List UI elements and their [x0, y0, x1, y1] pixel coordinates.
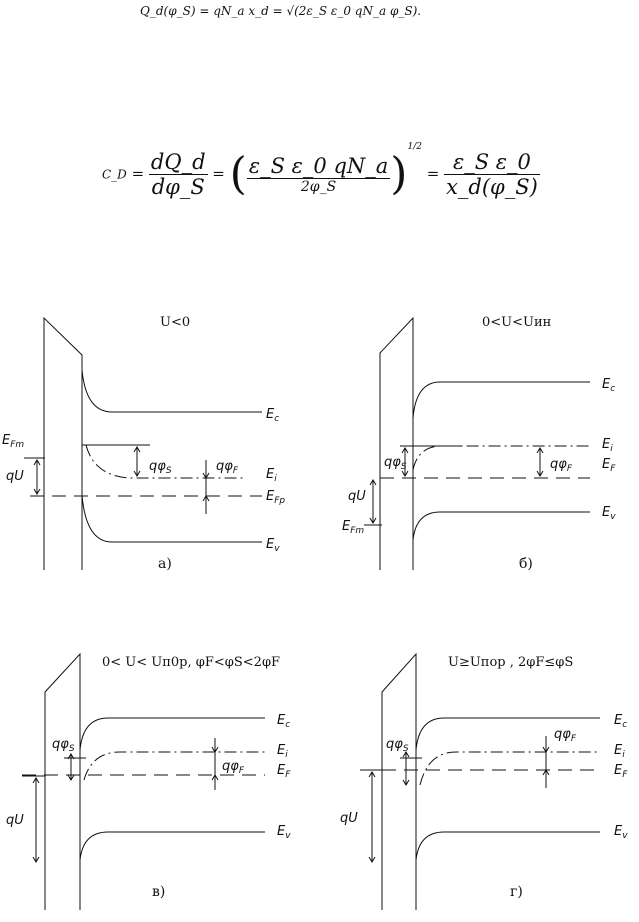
panel-title: U≥Uпор , 2φF≤φS — [448, 655, 573, 670]
exponent: 1/2 — [407, 142, 422, 152]
ev-label: Ev — [266, 537, 280, 554]
panel-caption: а) — [158, 556, 172, 572]
oxide-outline — [379, 316, 414, 570]
valence-band-edge — [79, 831, 265, 861]
qphiS-label: qφS — [52, 737, 75, 754]
ec-label: Ec — [277, 713, 290, 730]
cd-lhs: C_D — [102, 167, 127, 182]
valence-band-edge — [412, 511, 590, 541]
qphiS-label: qφS — [149, 459, 172, 476]
qphiS-label: qφS — [386, 737, 409, 754]
ei-label: Ei — [266, 467, 277, 484]
band-diagram-c: 0< U< Uп0р, φF<φS<2φF Ec Ev Ei EF qU qφS… — [0, 640, 320, 922]
band-diagram-b: 0<U<Uин Ec Ev Ei EF EFm qU qφS qφF б) — [320, 300, 639, 589]
efp-label: EFp — [266, 489, 285, 506]
qU-arrowheads — [368, 771, 376, 863]
qphiS-label: qφS — [384, 455, 407, 472]
qU-label: qU — [340, 811, 358, 826]
qU-arrowheads — [33, 459, 41, 495]
panel-title: 0<U<Uин — [482, 315, 551, 330]
ef-label: EF — [614, 763, 628, 780]
conduction-band-edge — [79, 717, 265, 751]
fraction-denominator: 2φ_S — [300, 179, 337, 195]
ec-label: Ec — [602, 377, 615, 394]
ei-label: Ei — [277, 743, 288, 760]
ei-label: Ei — [602, 437, 613, 454]
qphiS-arrowheads — [402, 751, 410, 786]
efm-label: EFm — [342, 519, 364, 536]
qphiF-arrowheads — [202, 472, 210, 502]
panel-title: U<0 — [160, 315, 190, 330]
fraction-denominator: dφ_S — [151, 175, 205, 199]
fraction-numerator: ε_S ε_0 — [444, 150, 540, 175]
oxide-outline — [43, 316, 83, 570]
fraction-inner: ε_S ε_0 qN_a 2φ_S — [246, 154, 391, 195]
panel-caption: г) — [510, 884, 523, 900]
ei-label: Ei — [614, 743, 625, 760]
conduction-band-edge — [412, 381, 590, 419]
intrinsic-level — [83, 751, 265, 781]
qU-arrowheads — [32, 777, 40, 863]
qU-arrowheads — [369, 479, 377, 524]
band-diagram-a: U<0 Ec Ev Ei EFp EFm qU qφS qφF а) — [0, 300, 320, 589]
fraction-dqd-dphis: dQ_d dφ_S — [148, 150, 208, 199]
formula-qd-text: Q_d(φ_S) = qN_a x_d = √(2ε_S ε_0 qN_a φ_… — [140, 4, 422, 18]
qphiF-arrowheads — [542, 746, 550, 776]
left-paren: ( — [229, 148, 247, 200]
valence-band-edge — [81, 494, 262, 543]
formula-depletion-charge: Q_d(φ_S) = qN_a x_d = √(2ε_S ε_0 qN_a φ_… — [140, 4, 421, 18]
panel-title: 0< U< Uп0р, φF<φS<2φF — [102, 655, 280, 670]
fraction-denominator: x_d(φ_S) — [446, 175, 538, 199]
valence-band-edge — [415, 831, 600, 861]
efm-label: EFm — [2, 433, 24, 450]
band-diagram-d: U≥Uпор , 2φF≤φS Ec Ev Ei EF qU qφS qφF г… — [320, 640, 639, 922]
ef-label: EF — [602, 457, 616, 474]
fraction-numerator: dQ_d — [148, 150, 208, 175]
oxide-outline — [381, 652, 417, 910]
ev-label: Ev — [614, 824, 628, 841]
conduction-band-edge — [415, 717, 600, 751]
qphiF-arrowheads — [211, 746, 219, 781]
intrinsic-level — [412, 445, 590, 471]
qphiF-label: qφF — [222, 759, 245, 776]
panel-caption: в) — [152, 884, 165, 900]
qphiF-label: qφF — [554, 727, 577, 744]
right-paren: ) — [390, 148, 408, 200]
qphiF-label: qφF — [550, 457, 573, 474]
conduction-band-edge — [81, 369, 262, 413]
ec-label: Ec — [266, 407, 279, 424]
qphiS-arrowheads — [401, 447, 409, 477]
qphiS-arrowheads — [133, 446, 141, 477]
qU-label: qU — [348, 489, 366, 504]
qphiS-arrowheads — [67, 753, 75, 781]
intrinsic-level — [85, 444, 245, 479]
qphiF-label: qφF — [216, 459, 239, 476]
fraction-numerator: ε_S ε_0 qN_a — [246, 154, 391, 179]
panel-caption: б) — [519, 556, 533, 572]
intrinsic-level — [419, 751, 600, 786]
qphiF-arrowheads — [536, 447, 544, 477]
qU-label: qU — [6, 813, 24, 828]
formula-depletion-capacitance: C_D = dQ_d dφ_S = ( ε_S ε_0 qN_a 2φ_S )1… — [102, 142, 540, 200]
qU-label: qU — [6, 469, 24, 484]
ev-label: Ev — [277, 824, 291, 841]
ec-label: Ec — [614, 713, 627, 730]
ef-label: EF — [277, 763, 291, 780]
fraction-eps-xd: ε_S ε_0 x_d(φ_S) — [444, 150, 540, 199]
ev-label: Ev — [602, 505, 616, 522]
oxide-outline — [44, 652, 81, 910]
